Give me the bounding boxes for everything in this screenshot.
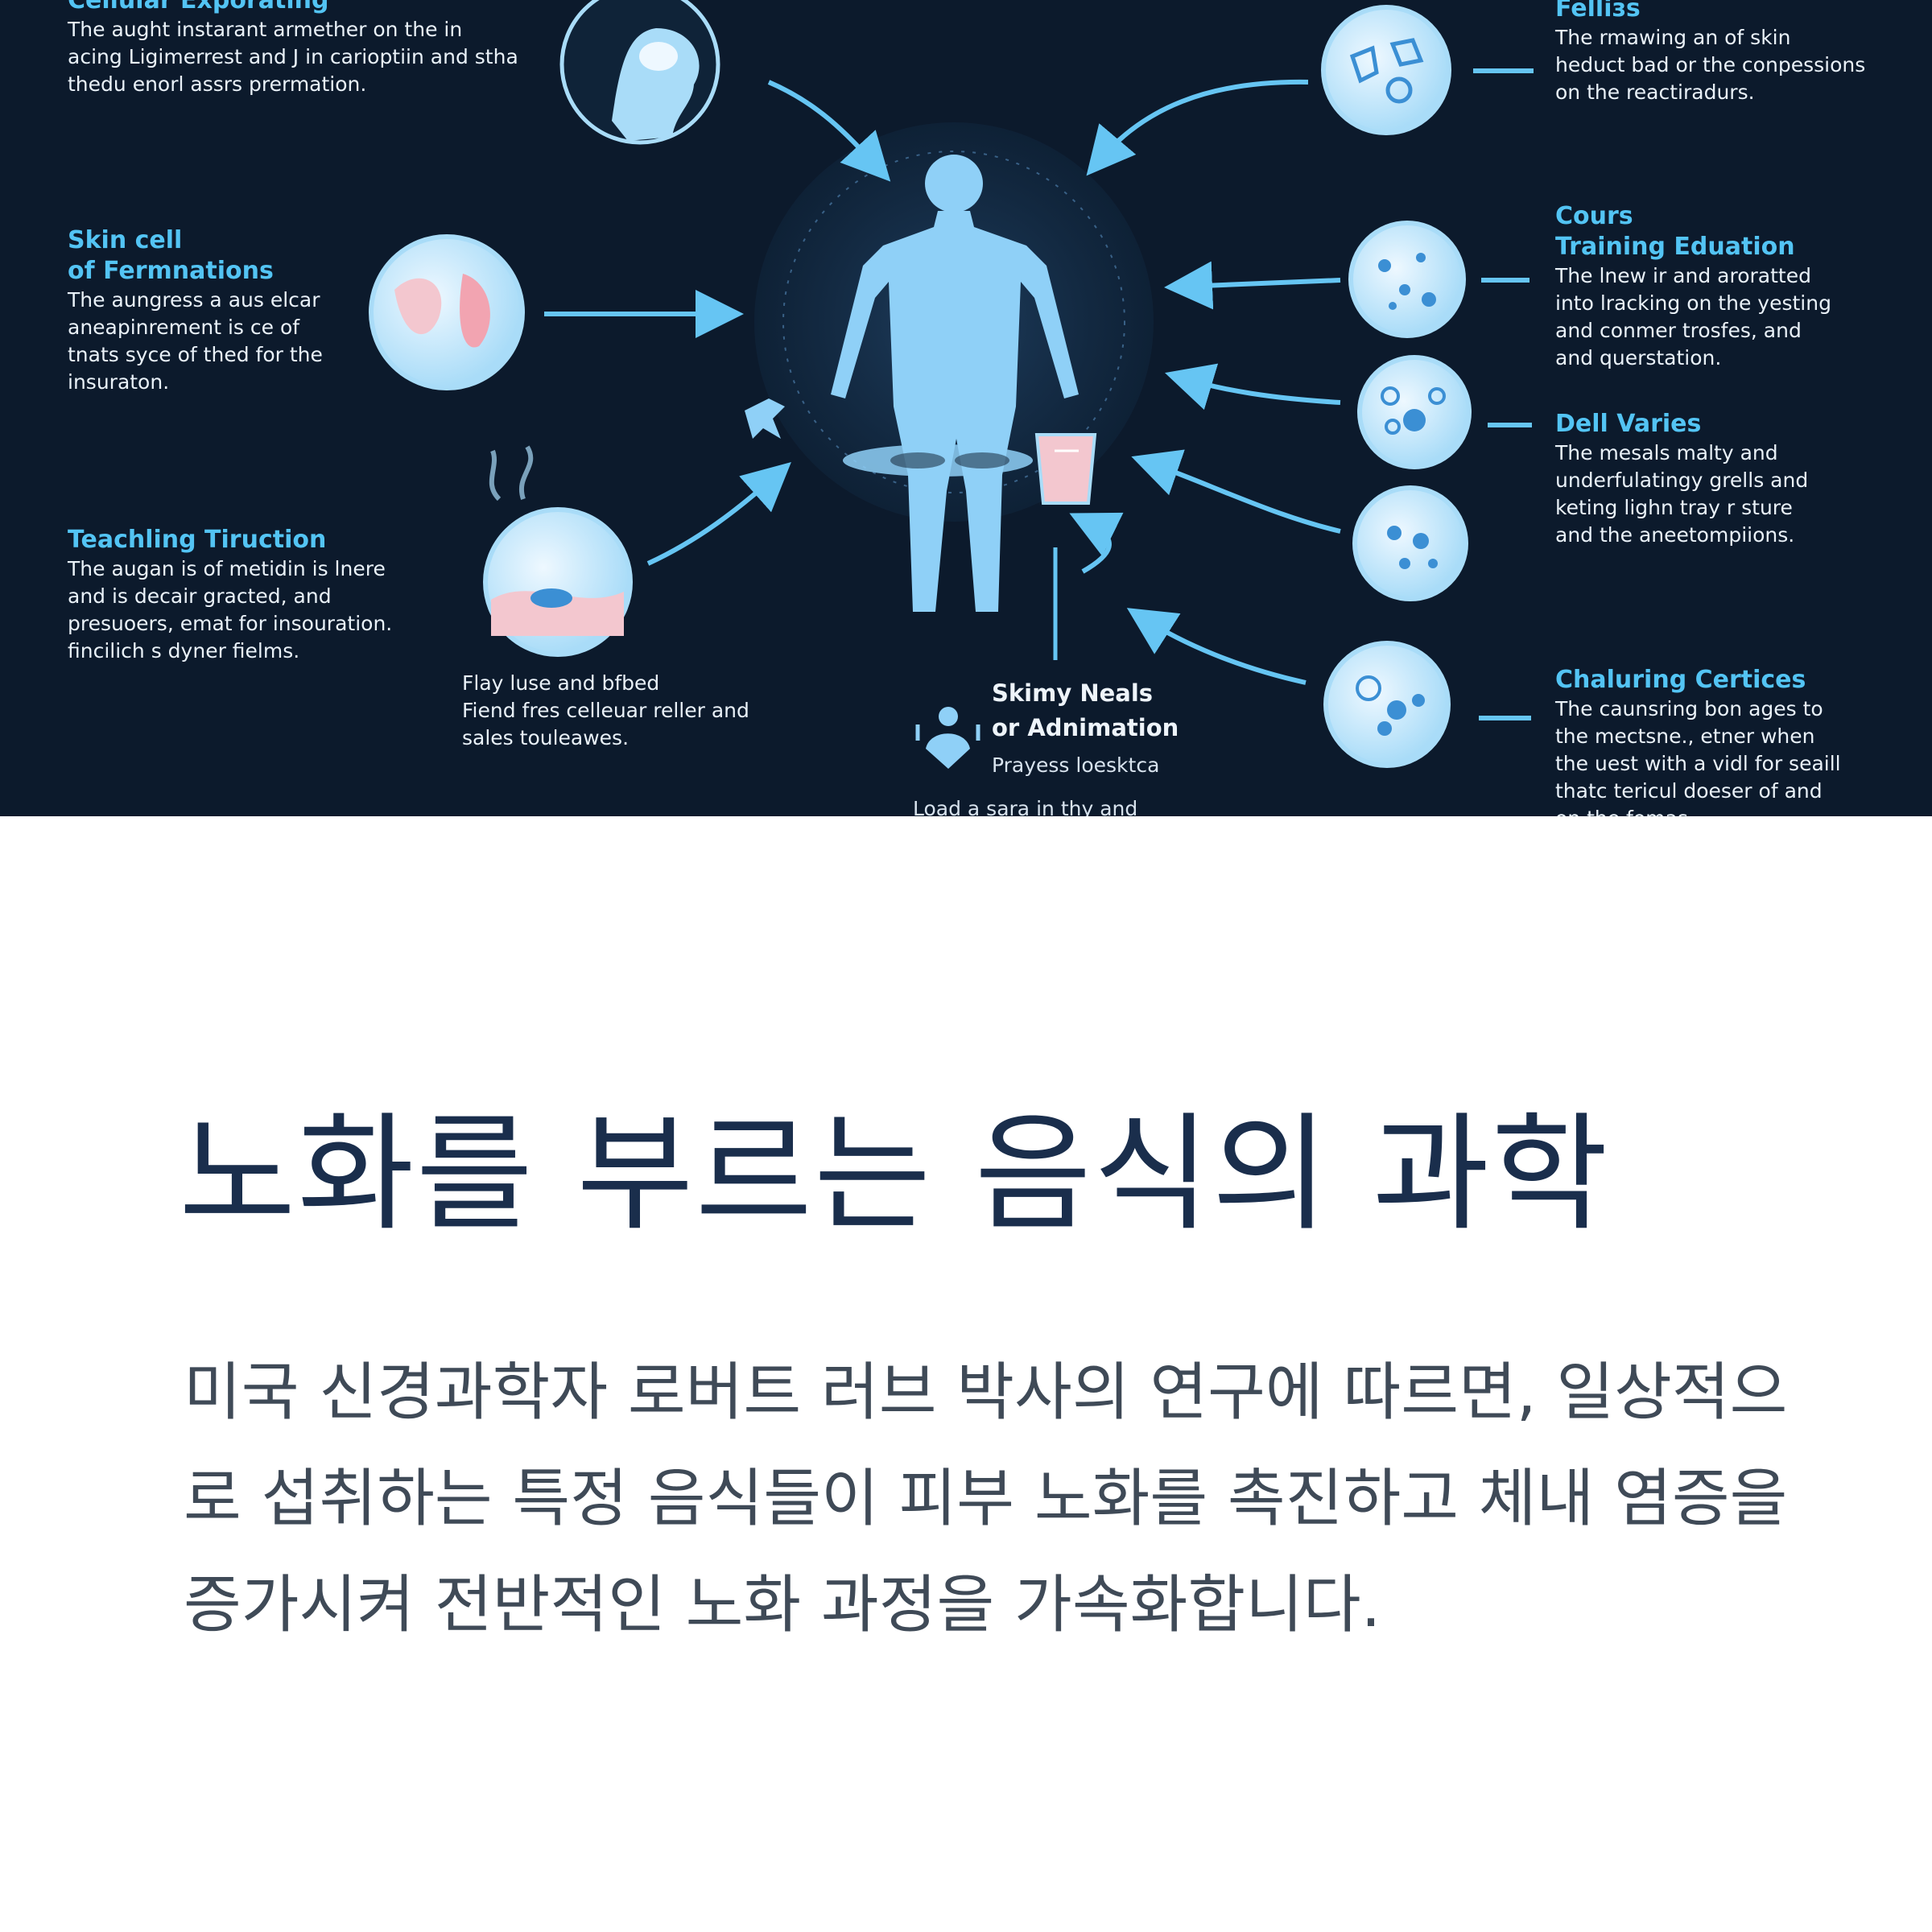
skin-cell-bubble-icon bbox=[369, 234, 525, 390]
right-item-3-title: Dell Varies bbox=[1555, 410, 1702, 438]
article-section: 노화를 부르는 음식의 과학 미국 신경과학자 로버트 러브 박사의 연구에 따… bbox=[0, 816, 1932, 1932]
connector-arrows bbox=[544, 79, 1341, 685]
left-item-1-title: Cellular Exporating bbox=[68, 0, 329, 14]
center-label-subtitle: Prayess loesktca bbox=[992, 753, 1160, 777]
center-cut-line: Load a sara in thy and bbox=[913, 797, 1137, 816]
dots-bubble-3-icon bbox=[1352, 485, 1468, 601]
person-network-icon bbox=[915, 707, 980, 769]
cup-icon bbox=[1034, 433, 1097, 505]
article-headline: 노화를 부르는 음식의 과학 bbox=[179, 1100, 1610, 1249]
right-item-1: Felliзs The rmawing an of skin heduct ba… bbox=[1555, 0, 1893, 106]
left-item-3: Teachling Tiruction The augan is of meti… bbox=[68, 525, 438, 665]
left-item-3-title: Teachling Tiruction bbox=[68, 526, 327, 554]
center-label-title: Skimy Neals or Adnimation bbox=[992, 679, 1179, 741]
right-item-3-body: The mesals malty and underfulatingy grel… bbox=[1555, 441, 1809, 547]
right-item-1-body: The rmawing an of skin heduct bad or the… bbox=[1555, 26, 1866, 104]
skin-layer-bubble-icon bbox=[483, 445, 633, 657]
right-dashes bbox=[1473, 68, 1534, 720]
left-item-2-body: The aungress a aus elcar aneapinrement i… bbox=[68, 288, 323, 394]
right-item-1-title: Felliзs bbox=[1555, 0, 1641, 23]
right-item-3: Dell Varies The mesals malty and underfu… bbox=[1555, 409, 1893, 549]
left-item-3-body: The augan is of metidin is lnere and is … bbox=[68, 557, 393, 663]
infographic-hero: Cellular Exporating The aught instarant … bbox=[0, 0, 1932, 816]
left-item-2: Skin cell of Fermnations The aungress a … bbox=[68, 225, 406, 396]
platform-rings-icon bbox=[843, 444, 1033, 477]
left-item-4: Flay luse and bfbed Fiend fres celleuar … bbox=[462, 670, 752, 752]
right-item-4-title: Chaluring Certices bbox=[1555, 666, 1806, 694]
head-bubble-icon bbox=[559, 0, 720, 145]
dots-bubble-4-icon bbox=[1323, 641, 1451, 768]
human-figure-icon bbox=[831, 155, 1079, 612]
infographic-artwork bbox=[369, 0, 1534, 769]
right-item-4: Chaluring Certices The caunsring bon age… bbox=[1555, 665, 1909, 816]
left-item-1: Cellular Exporating The aught instarant … bbox=[68, 0, 551, 98]
particles-bubble-icon bbox=[1321, 5, 1451, 135]
left-item-1-body: The aught instarant armether on the in a… bbox=[68, 18, 518, 96]
right-item-2-body: The lnew ir and aroratted into lracking … bbox=[1555, 264, 1831, 369]
center-cut-line-text: Load a sara in thy and bbox=[913, 797, 1138, 816]
center-label: Skimy Neals or Adnimation Prayess loeskt… bbox=[992, 676, 1179, 777]
dots-bubble-1-icon bbox=[1348, 221, 1466, 338]
dots-bubble-2-icon bbox=[1357, 355, 1472, 469]
article-body: 미국 신경과학자 로버트 러브 박사의 연구에 따르면, 일상적으로 섭취하는 … bbox=[184, 1356, 1788, 1641]
right-item-2-title: Cours Training Eduation bbox=[1555, 202, 1795, 261]
left-item-4-body: Flay luse and bfbed Fiend fres celleuar … bbox=[462, 671, 749, 749]
bird-icon bbox=[745, 398, 785, 439]
left-item-2-title: Skin cell of Fermnations bbox=[68, 226, 274, 285]
right-item-2: Cours Training Eduation The lnew ir and … bbox=[1555, 201, 1893, 372]
right-item-4-body: The caunsring bon ages to the mectsne., … bbox=[1555, 697, 1841, 816]
